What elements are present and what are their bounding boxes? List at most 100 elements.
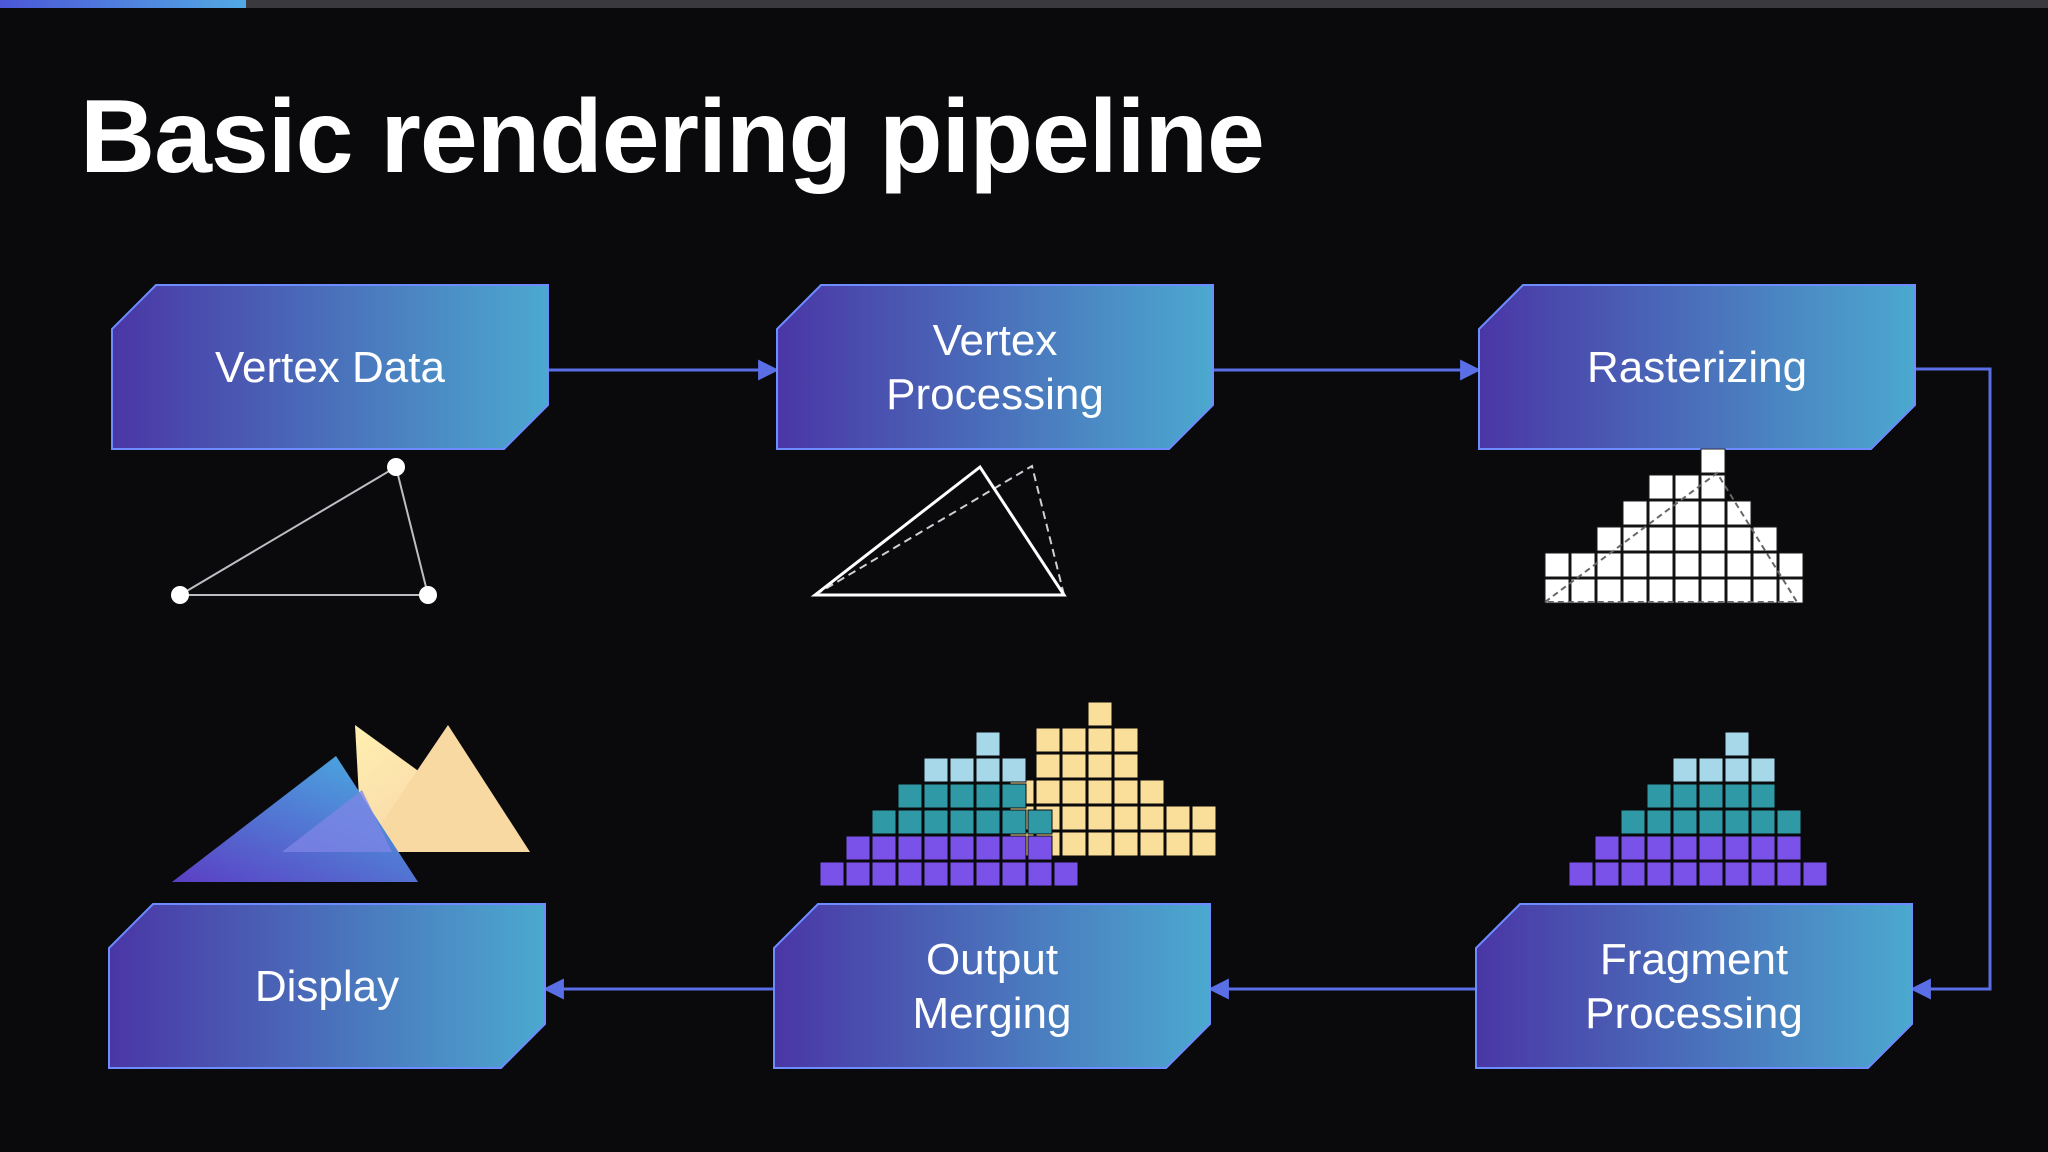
stage-label: Display xyxy=(255,962,399,1011)
merged-pixel-yellow xyxy=(1035,727,1061,753)
stage-box xyxy=(108,903,546,1069)
fragment-pixel xyxy=(1672,861,1698,887)
raster-pixel xyxy=(1648,578,1674,604)
raster-pixel xyxy=(1726,578,1752,604)
fragment-pixel xyxy=(1776,835,1802,861)
merged-pixel-yellow xyxy=(1139,779,1165,805)
fragment-pixel xyxy=(1646,835,1672,861)
fragment-pixel xyxy=(1750,861,1776,887)
fragment-pixel xyxy=(1672,835,1698,861)
merged-pixel-yellow xyxy=(1113,805,1139,831)
raster-pixel xyxy=(1648,474,1674,500)
merged-pixel-front xyxy=(1001,861,1027,887)
merged-pixel-yellow xyxy=(1061,805,1087,831)
raster-pixel xyxy=(1726,552,1752,578)
merged-pixel-front xyxy=(975,809,1001,835)
raster-pixel xyxy=(1648,552,1674,578)
raster-pixel xyxy=(1648,526,1674,552)
merged-pixel-yellow xyxy=(1113,753,1139,779)
rasterized-grid-icon xyxy=(1542,448,1804,604)
merged-pixel-front xyxy=(1027,861,1053,887)
fragment-pixel xyxy=(1776,861,1802,887)
merged-pixel-front xyxy=(897,809,923,835)
merged-pixel-front xyxy=(949,757,975,783)
transformed-triangle-icon xyxy=(810,464,1067,597)
fragment-pixel xyxy=(1646,861,1672,887)
fragment-pixel xyxy=(1724,731,1750,757)
raster-pixel xyxy=(1622,500,1648,526)
merged-pixel-front xyxy=(949,783,975,809)
raster-pixel xyxy=(1700,448,1726,474)
merged-pixel-front xyxy=(1001,835,1027,861)
merged-pixel-front xyxy=(1027,809,1053,835)
progress-bar xyxy=(0,0,2048,8)
merged-pixel-yellow xyxy=(1113,727,1139,753)
shaded-fragments-icon xyxy=(1568,731,1828,887)
merged-pixel-front xyxy=(1001,783,1027,809)
fragment-pixel xyxy=(1802,861,1828,887)
fragment-pixel xyxy=(1620,809,1646,835)
stage-label: Processing xyxy=(886,370,1104,419)
slide-title: Basic rendering pipeline xyxy=(80,79,1265,195)
raster-pixel xyxy=(1570,578,1596,604)
raster-pixel xyxy=(1674,578,1700,604)
merged-pixel-front xyxy=(1001,757,1027,783)
fragment-pixel xyxy=(1776,809,1802,835)
merged-pixel-front xyxy=(1001,809,1027,835)
merged-pixel-yellow xyxy=(1087,831,1113,857)
raster-pixel xyxy=(1700,526,1726,552)
fragment-pixel xyxy=(1698,861,1724,887)
raster-pixel xyxy=(1700,552,1726,578)
overlapping-triangles-icon xyxy=(172,725,530,882)
merged-pixel-front xyxy=(923,757,949,783)
merged-pixel-yellow xyxy=(1191,805,1217,831)
merged-pixel-front xyxy=(897,835,923,861)
merged-pixel-front xyxy=(975,783,1001,809)
merged-pixel-yellow xyxy=(1061,727,1087,753)
merged-pixel-yellow xyxy=(1113,779,1139,805)
connectors xyxy=(542,359,1992,1000)
raster-pixel xyxy=(1674,474,1700,500)
fragment-pixel xyxy=(1672,809,1698,835)
raster-pixel xyxy=(1674,552,1700,578)
merged-pixel-front xyxy=(949,809,975,835)
raster-pixel xyxy=(1622,526,1648,552)
stage-box xyxy=(1478,284,1916,450)
fragment-pixel xyxy=(1568,861,1594,887)
fragment-pixel xyxy=(1646,809,1672,835)
stage-label: Rasterizing xyxy=(1587,343,1807,392)
merged-pixel-front xyxy=(923,835,949,861)
stage-label: Vertex xyxy=(933,316,1058,365)
fragment-pixel xyxy=(1698,783,1724,809)
merged-pixel-front xyxy=(845,835,871,861)
fragment-pixel xyxy=(1750,757,1776,783)
fragment-pixel xyxy=(1724,861,1750,887)
fragment-pixel xyxy=(1750,835,1776,861)
progress-bar-fill xyxy=(0,0,246,8)
merged-pixel-front xyxy=(897,783,923,809)
merged-pixel-front xyxy=(897,861,923,887)
raster-pixel xyxy=(1700,500,1726,526)
fragment-pixel xyxy=(1750,783,1776,809)
merged-pixel-yellow xyxy=(1139,831,1165,857)
fragment-pixel xyxy=(1672,757,1698,783)
merged-pixel-yellow xyxy=(1061,753,1087,779)
fragment-pixel xyxy=(1620,861,1646,887)
fragment-pixel xyxy=(1724,783,1750,809)
merged-pixel-yellow xyxy=(1087,805,1113,831)
fragment-pixel xyxy=(1698,809,1724,835)
raster-pixel xyxy=(1544,552,1570,578)
merged-pixel-yellow xyxy=(1061,779,1087,805)
stage-display: Display xyxy=(108,903,546,1069)
merged-pixel-yellow xyxy=(1139,805,1165,831)
raster-pixel xyxy=(1778,552,1804,578)
stage-vertex-data: Vertex Data xyxy=(111,284,549,450)
vertex-triangle-icon xyxy=(171,458,437,604)
raster-pixel xyxy=(1622,578,1648,604)
fragment-pixel xyxy=(1698,835,1724,861)
fragment-pixel xyxy=(1646,783,1672,809)
